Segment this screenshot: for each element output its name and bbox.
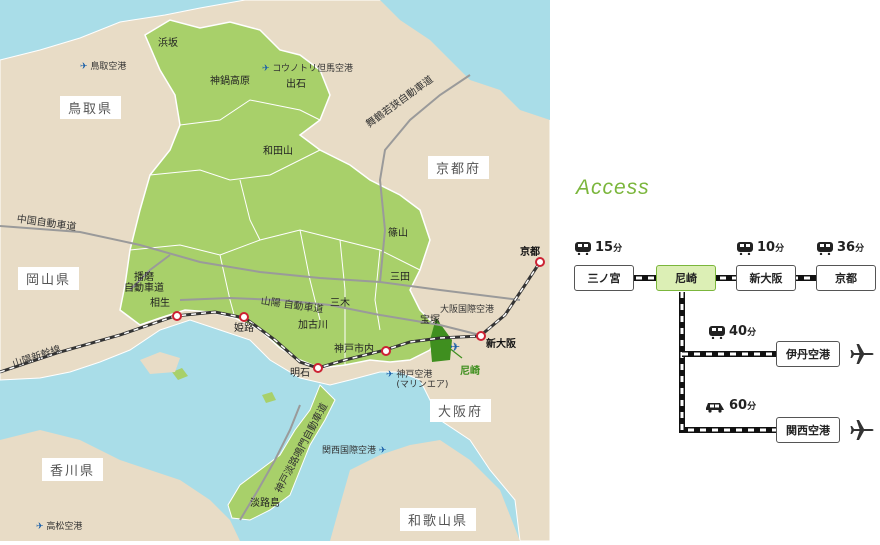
airplane-icon: ✈ (262, 64, 270, 74)
place-label-sanda: 三田 (390, 272, 410, 283)
pref-label-wakayama: 和歌山県 (400, 508, 477, 531)
airplane-icon: ✈ (36, 522, 44, 532)
amagasaki-leader (443, 343, 463, 359)
pref-label-kyoto: 京都府 (428, 156, 490, 179)
station-box-kyoto: 京都 (816, 265, 876, 291)
pref-label-tottori: 鳥取県 (60, 96, 122, 119)
station-label-amagasaki: 尼崎 (460, 366, 480, 377)
place-label-wadayama: 和田山 (263, 146, 293, 157)
airport-box-kansai: 関西空港 (776, 417, 840, 443)
time-value: 40 (729, 324, 748, 339)
airplane-icon (850, 420, 874, 440)
station-box-shin-osaka: 新大阪 (736, 265, 796, 291)
place-label-awaji: 淡路島 (250, 498, 280, 509)
airplane-icon: ✈ (80, 62, 88, 72)
pref-label-okayama: 岡山県 (18, 267, 80, 290)
airport-kansai-label: 関西国際空港 (322, 446, 377, 456)
place-label-kakogawa: 加古川 (298, 320, 328, 331)
place-label-hamasaka: 浜坂 (158, 38, 178, 49)
place-label-aioi: 相生 (150, 298, 170, 309)
place-label-izushi: 出石 (286, 79, 306, 90)
time-unit: 分 (747, 328, 757, 338)
airport-kansai: 関西国際空港 ✈ (322, 446, 386, 456)
land-shikoku (0, 430, 240, 541)
time-value: 15 (595, 240, 614, 255)
small-island (262, 392, 276, 403)
train-icon (737, 241, 753, 255)
shodoshima (140, 352, 180, 374)
regional-map: 鳥取県 京都府 岡山県 大阪府 香川県 和歌山県 浜坂 神鍋高原 出石 和田山 … (0, 0, 551, 542)
city-borders (129, 99, 421, 365)
station-label-shin-osaka: 新大阪 (486, 339, 516, 350)
airport-takamatsu-label: 高松空港 (46, 522, 83, 532)
airport-kobe-label: 神戸空港 (マリンエア) (396, 370, 449, 390)
airport-takamatsu: ✈ 高松空港 (36, 522, 82, 532)
access-title: Access (576, 176, 650, 199)
airport-tottori: ✈ 鳥取空港 (80, 62, 126, 72)
place-label-kobe: 神戸市内 (334, 344, 374, 355)
station-markers (172, 257, 545, 373)
place-label-himeji: 姫路 (234, 323, 254, 334)
place-label-sasayama: 篠山 (388, 228, 408, 239)
access-panel: Access 15分 10分 36分 40分 60分 三ノ宮 尼崎 新大阪 京都… (560, 0, 880, 541)
time-label-kansai: 60分 (704, 398, 756, 415)
small-island (172, 368, 188, 380)
time-label-shin-osaka: 10分 (736, 240, 784, 257)
airport-itami-label: 大阪国際空港 (440, 305, 495, 315)
train-icon (575, 241, 591, 255)
time-value: 10 (757, 240, 776, 255)
airplane-icon (850, 344, 874, 364)
time-unit: 分 (613, 244, 623, 254)
place-label-miki: 三木 (330, 298, 350, 309)
expressways (0, 74, 521, 521)
airport-kobe: ✈ 神戸空港 (マリンエア) (386, 370, 448, 390)
station-label-kyoto: 京都 (520, 247, 540, 258)
route-vertical (679, 292, 776, 433)
airport-tajima-label: コウノトリ但馬空港 (272, 64, 354, 74)
airport-tottori-label: 鳥取空港 (90, 62, 127, 72)
airplane-icon: ✈ (450, 340, 461, 354)
time-label-itami: 40分 (708, 324, 756, 341)
sea-north-east (380, 0, 550, 120)
time-unit: 分 (855, 244, 865, 254)
place-label-harima-expressway: 播磨 自動車道 (124, 272, 164, 294)
airport-itami: 大阪国際空港 (440, 305, 494, 315)
airport-box-itami: 伊丹空港 (776, 341, 840, 367)
time-value: 36 (837, 240, 856, 255)
airplane-icon: ✈ (378, 446, 387, 456)
train-icon (709, 325, 725, 339)
airplane-icon: ✈ (386, 370, 394, 380)
amagasaki-area (430, 318, 452, 362)
place-label-akashi: 明石 (290, 368, 310, 379)
pref-label-kagawa: 香川県 (42, 458, 104, 481)
place-label-takarazuka: 宝塚 (420, 315, 440, 326)
train-icon (817, 241, 833, 255)
time-label-kyoto: 36分 (816, 240, 864, 257)
time-unit: 分 (775, 244, 785, 254)
airport-tajima: ✈ コウノトリ但馬空港 (262, 64, 353, 74)
pref-label-osaka: 大阪府 (430, 399, 492, 422)
place-label-kannabe: 神鍋高原 (210, 76, 250, 87)
time-label-sannomiya: 15分 (574, 240, 622, 257)
time-unit: 分 (747, 402, 757, 412)
map-graphic (0, 0, 551, 542)
time-value: 60 (729, 398, 748, 413)
station-box-sannomiya: 三ノ宮 (574, 265, 634, 291)
car-icon (706, 402, 724, 413)
station-box-amagasaki: 尼崎 (656, 265, 716, 291)
